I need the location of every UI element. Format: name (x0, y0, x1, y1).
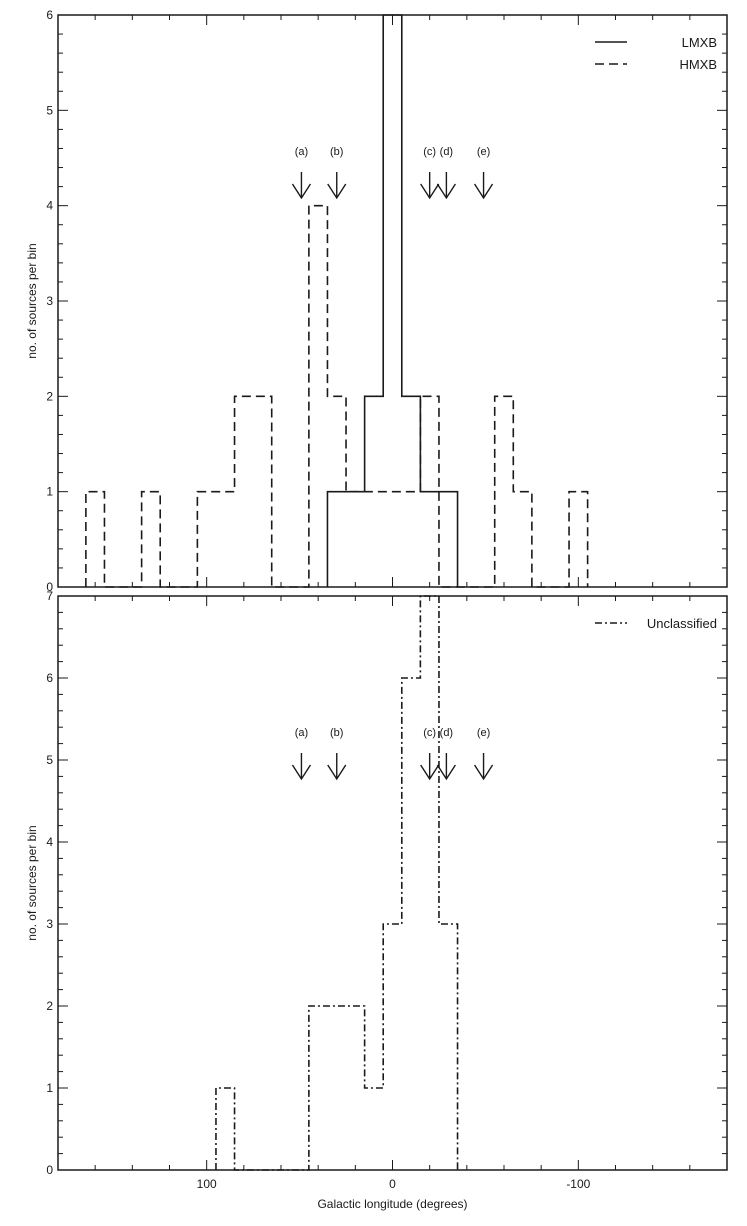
y-tick-label: 6 (46, 8, 53, 22)
y-tick-label: 2 (46, 389, 53, 403)
marker-arrow-head (436, 183, 456, 200)
marker-label-e: (e) (477, 727, 490, 739)
marker-arrow-head (291, 764, 312, 781)
top-panel: 0 1 2 3 4 5 6 no. of sources per bin LMXB HMXB (a)… (25, 8, 728, 594)
marker-arrow-head (291, 183, 312, 200)
marker-arrow-head (420, 764, 440, 781)
legend-label-hmxb: HMXB (679, 57, 717, 72)
y-tick-label: 7 (46, 589, 53, 603)
plot-frame (57, 595, 728, 1171)
marker-arrow-head (420, 183, 440, 200)
x-tick-label: 0 (389, 1177, 396, 1191)
y-axis-label: no. of sources per bin (25, 825, 39, 940)
marker-arrow-head (473, 183, 494, 200)
marker-label-c: (c) (423, 146, 436, 158)
marker-label-c: (c) (423, 727, 436, 739)
plot-frame (57, 14, 728, 588)
marker-label-b: (b) (330, 146, 343, 158)
marker-label-e: (e) (477, 146, 490, 158)
legend-label-lmxb: LMXB (682, 35, 717, 50)
y-tick-label: 2 (46, 999, 53, 1013)
y-tick-label: 3 (46, 294, 53, 308)
y-tick-label: 1 (46, 485, 53, 499)
marker-label-b: (b) (330, 727, 343, 739)
y-tick-label: 3 (46, 917, 53, 931)
y-axis-label: no. of sources per bin (25, 243, 39, 358)
series-hmxb-histogram (85, 204, 589, 588)
marker-label-a: (a) (295, 146, 308, 158)
y-tick-label: 4 (46, 199, 53, 213)
x-tick-label: -100 (566, 1177, 590, 1191)
y-tick-label: 0 (46, 1163, 53, 1177)
y-tick-label: 5 (46, 753, 53, 767)
marker-arrow-head (327, 764, 347, 781)
bottom-panel: 0 1 2 3 4 5 6 7 100 0 -100 no. of sources per binGa… (25, 589, 728, 1211)
x-tick-label: 100 (197, 1177, 217, 1191)
y-tick-label: 0 (46, 580, 53, 594)
marker-arrow-head (436, 764, 456, 781)
marker-arrow-head (327, 183, 347, 200)
marker-arrow-head (473, 764, 494, 781)
series-unclassified-histogram (215, 595, 459, 1171)
y-tick-label: 1 (46, 1081, 53, 1095)
marker-label-d: (d) (440, 727, 453, 739)
marker-label-a: (a) (295, 727, 308, 739)
y-tick-label: 5 (46, 103, 53, 117)
legend-label-unclassified: Unclassified (647, 616, 717, 631)
x-axis-label: Galactic longitude (degrees) (317, 1197, 467, 1211)
series-lmxb-histogram (326, 14, 459, 587)
y-tick-label: 6 (46, 671, 53, 685)
marker-label-d: (d) (440, 146, 453, 158)
y-tick-label: 4 (46, 835, 53, 849)
